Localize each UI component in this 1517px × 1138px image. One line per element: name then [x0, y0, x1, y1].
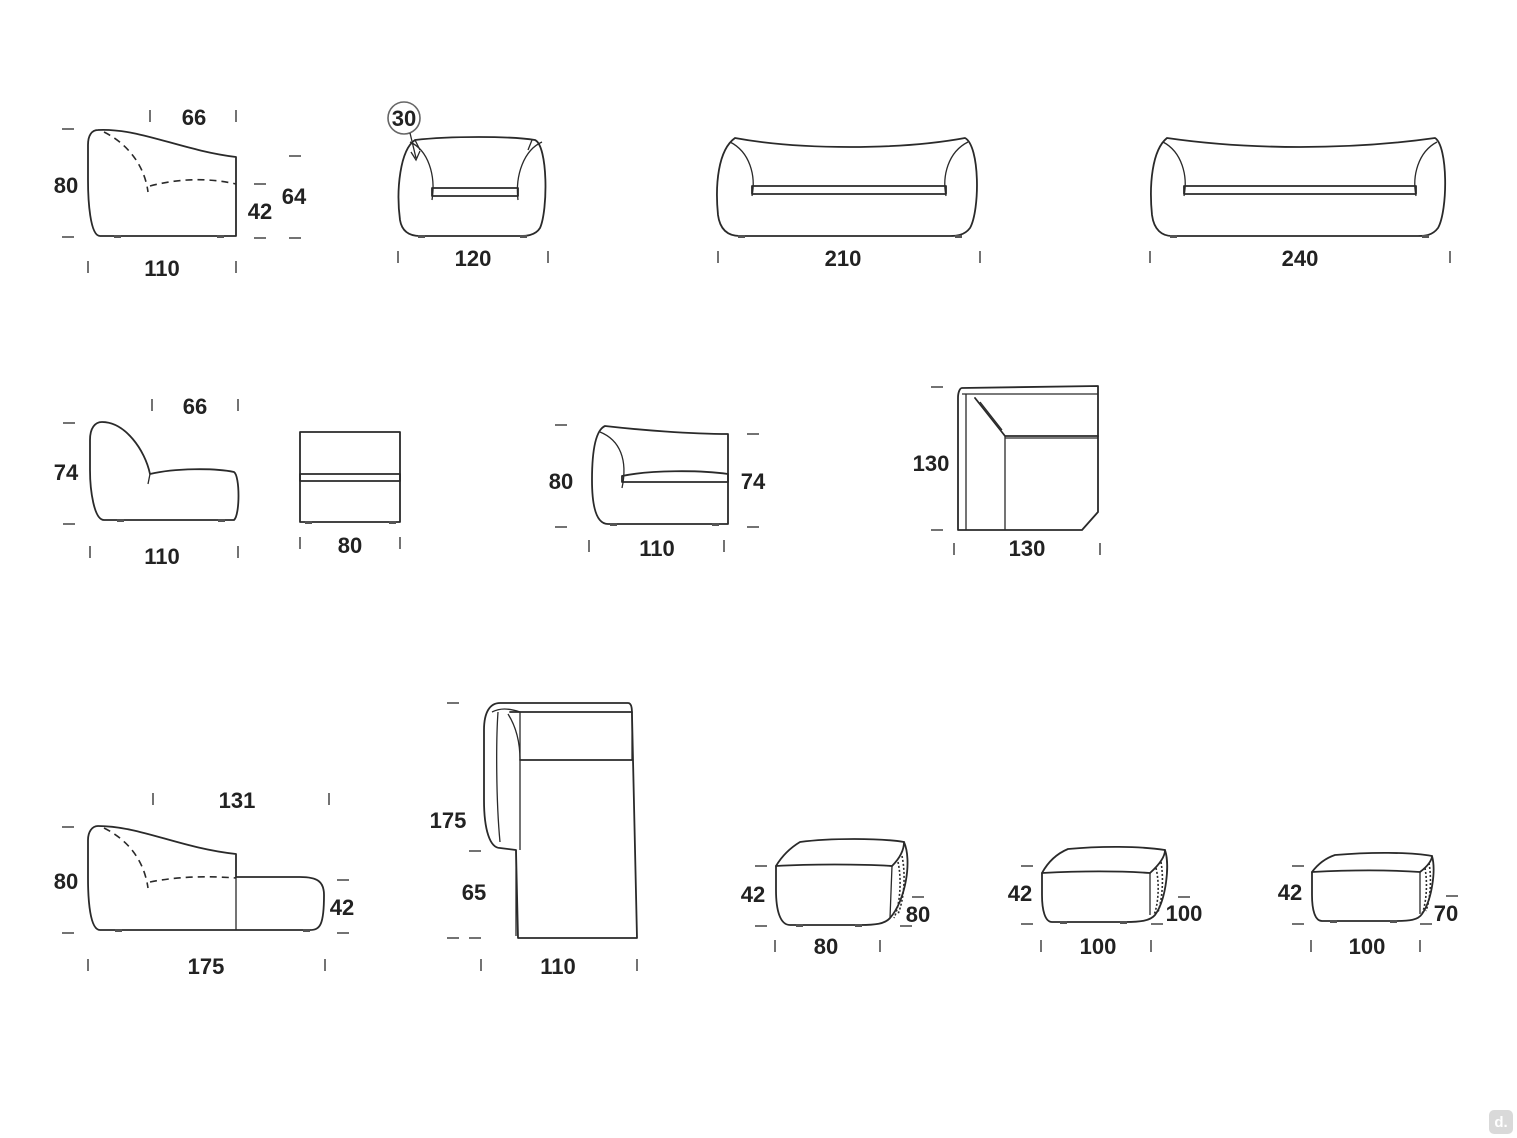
- armless-front-view: 80: [299, 431, 401, 558]
- sofa-240-front-view: 240: [1149, 137, 1451, 271]
- pouf-80-height: 42: [741, 882, 765, 907]
- pouf-100x70-view: 42 70 100: [1278, 851, 1458, 959]
- corner-arm-front-view: 80 74 110: [549, 424, 766, 561]
- pouf-80-view: 42 80 80: [741, 838, 930, 959]
- pouf-100x70-height: 42: [1278, 880, 1302, 905]
- armless-side-seat-depth: 66: [183, 394, 207, 419]
- armchair-side-arm-height: 64: [282, 184, 307, 209]
- pouf-100x100-width: 100: [1080, 934, 1117, 959]
- pouf-80-depth: 80: [906, 902, 930, 927]
- armchair-front-callout: 30: [392, 106, 416, 131]
- pouf-100x70-depth: 70: [1434, 901, 1458, 926]
- corner-top-depth: 130: [913, 451, 950, 476]
- corner-arm-depth: 110: [639, 536, 675, 561]
- armchair-side-depth: 110: [144, 256, 180, 281]
- pouf-100x100-view: 42 100 100: [1008, 845, 1203, 959]
- sofa-240-width: 240: [1282, 246, 1319, 271]
- sofa-210-width: 210: [825, 246, 862, 271]
- chaise-side-height: 80: [54, 869, 78, 894]
- pouf-100x100-height: 42: [1008, 881, 1032, 906]
- chaise-side-view: 131 80 42 175: [54, 788, 354, 979]
- armchair-side-height: 80: [54, 173, 78, 198]
- sofa-210-front-view: 210: [716, 137, 981, 271]
- armless-side-depth: 110: [144, 544, 180, 569]
- armchair-side-view: 66 80 42 64 110: [54, 105, 307, 281]
- pouf-100x70-width: 100: [1349, 934, 1386, 959]
- corner-top-view: 130 130: [913, 385, 1101, 561]
- chaise-side-seat-height: 42: [330, 895, 354, 920]
- corner-arm-back-height: 74: [741, 469, 766, 494]
- armless-side-view: 66 74 110: [54, 394, 240, 569]
- armchair-side-seat-height: 42: [248, 199, 272, 224]
- chaise-top-width: 110: [540, 954, 576, 979]
- corner-arm-height: 80: [549, 469, 573, 494]
- armless-front-width: 80: [338, 533, 362, 558]
- chaise-top-view: 175 65 110: [430, 702, 638, 979]
- chaise-side-back-depth: 131: [219, 788, 256, 813]
- chaise-top-seat-section: 65: [462, 880, 486, 905]
- corner-top-width: 130: [1009, 536, 1046, 561]
- chaise-side-length: 175: [188, 954, 225, 979]
- brand-logo-text: d.: [1494, 1113, 1508, 1131]
- pouf-80-width: 80: [814, 934, 838, 959]
- armchair-side-seat-depth: 66: [182, 105, 206, 130]
- chaise-top-length: 175: [430, 808, 467, 833]
- armless-side-height: 74: [54, 460, 79, 485]
- armchair-front-view: 30 120: [387, 101, 549, 271]
- brand-logo: d.: [1489, 1110, 1513, 1134]
- pouf-100x100-depth: 100: [1166, 901, 1203, 926]
- armchair-front-width: 120: [455, 246, 492, 271]
